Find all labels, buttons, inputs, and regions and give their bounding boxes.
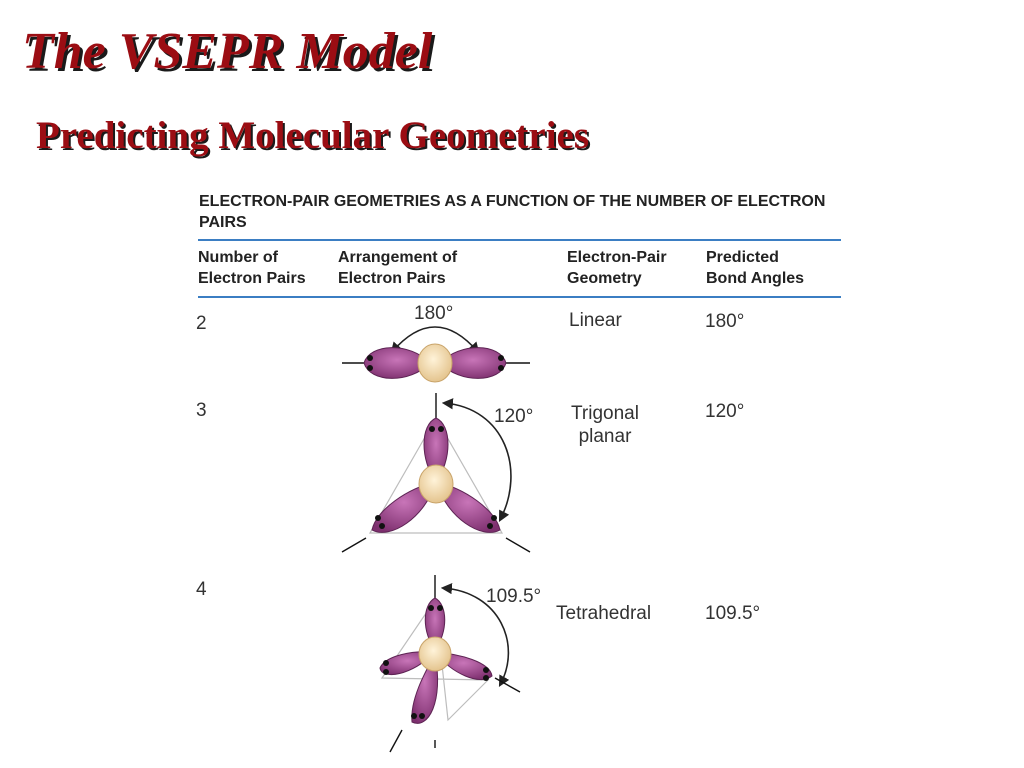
column-header-pairs: Number of Electron Pairs [198,249,306,287]
pairs-count-4: 4 [196,579,207,600]
angle-label-109-5: 109.5° [486,586,541,607]
electron-pair-dots-top [429,426,444,432]
angle-arrow [390,326,480,354]
bond-line-right [505,537,531,553]
electron-pair-dots-left [383,660,389,675]
pairs-count-2: 2 [196,313,207,334]
figure-heading: ELECTRON-PAIR GEOMETRIES AS A FUNCTION O… [199,193,826,231]
angle-label-180: 180° [414,303,453,324]
slide-subtitle: Predicting Molecular Geometries [36,114,590,157]
column-header-geometry: Electron-Pair Geometry [567,249,667,287]
electron-lobe-right [439,347,507,379]
electron-pair-dots-top [428,605,443,611]
header-rule-bottom [198,296,841,298]
central-atom [417,343,453,383]
geometry-linear: Linear [569,310,622,331]
central-atom [418,636,452,672]
electron-lobe-left [363,347,431,379]
column-header-bond-angles: Predicted Bond Angles [706,249,805,287]
angle-label-120: 120° [494,406,533,427]
bond-angle-109-5: 109.5° [705,603,761,624]
electron-lobe-top [424,597,446,651]
electron-pair-dots-right [498,355,504,371]
bond-angle-120: 120° [705,401,745,422]
geometry-tetrahedral: Tetrahedral [556,603,652,624]
header-rule-top [198,239,841,241]
electron-lobe-front [411,652,439,724]
tetrahedral-arrangement-illustration: 109.5° [379,575,541,753]
electron-lobe-right [435,481,501,533]
slide-title: The VSEPR Model [22,23,433,80]
electron-pair-dots-right [483,667,489,681]
bond-line-front [389,729,403,753]
electron-pair-dots-right [487,515,497,529]
electron-pair-dots-left [375,515,385,529]
electron-pair-dots-left [367,355,373,371]
bond-line-right [494,677,521,693]
bond-line-left [341,537,367,553]
electron-pair-geometry-figure: ELECTRON-PAIR GEOMETRIES AS A FUNCTION O… [190,185,850,755]
pairs-count-3: 3 [196,400,207,421]
bond-angle-180: 180° [705,311,745,332]
electron-lobe-left [371,481,437,533]
linear-arrangement-illustration: 180° [342,303,530,383]
electron-pair-dots-front [411,713,425,719]
angle-arrow [441,398,512,522]
trigonal-plane-outline [368,416,504,534]
angle-arrow [440,583,510,687]
column-header-arrangement: Arrangement of Electron Pairs [338,249,458,287]
geometry-trigonal-planar: Trigonal planar [571,403,639,447]
central-atom [418,464,454,504]
trigonal-planar-arrangement-illustration: 120° [341,393,533,553]
